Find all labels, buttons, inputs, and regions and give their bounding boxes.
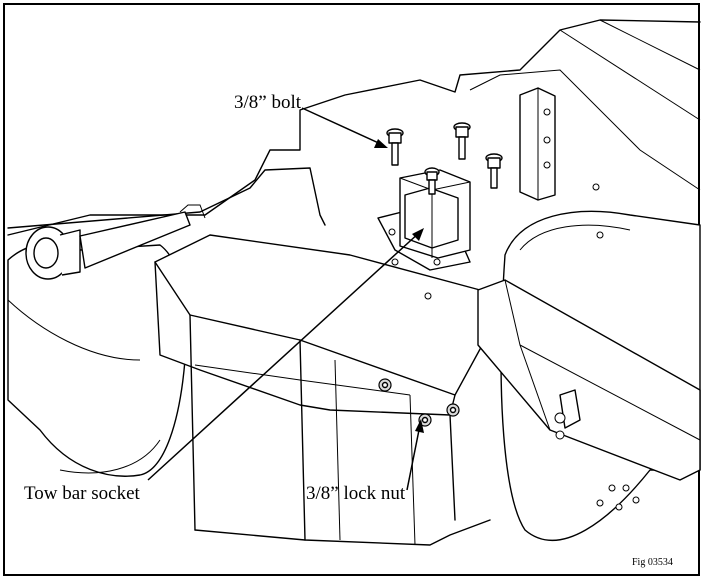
deck-outer-edge [7, 167, 326, 229]
lock-nut-label: 3/8” lock nut [306, 483, 406, 504]
bolt-4 [424, 167, 440, 195]
bolt-3 [485, 153, 503, 189]
bolt-2 [453, 122, 471, 160]
callout-arrows [147, 107, 424, 491]
tow-bar-socket-label: Tow bar socket [24, 483, 141, 504]
deck-inner-line [469, 69, 701, 191]
deck-outline [7, 19, 701, 236]
bolt-1 [386, 128, 404, 166]
figure-number: Fig 03534 [632, 557, 673, 568]
lock-nuts [378, 378, 460, 427]
axle [79, 211, 191, 269]
side-bracket [519, 87, 556, 201]
bolts [386, 122, 503, 195]
bolt-label: 3/8” bolt [234, 92, 302, 113]
side-arm [477, 279, 701, 481]
mower-deck-drawing [7, 19, 701, 546]
